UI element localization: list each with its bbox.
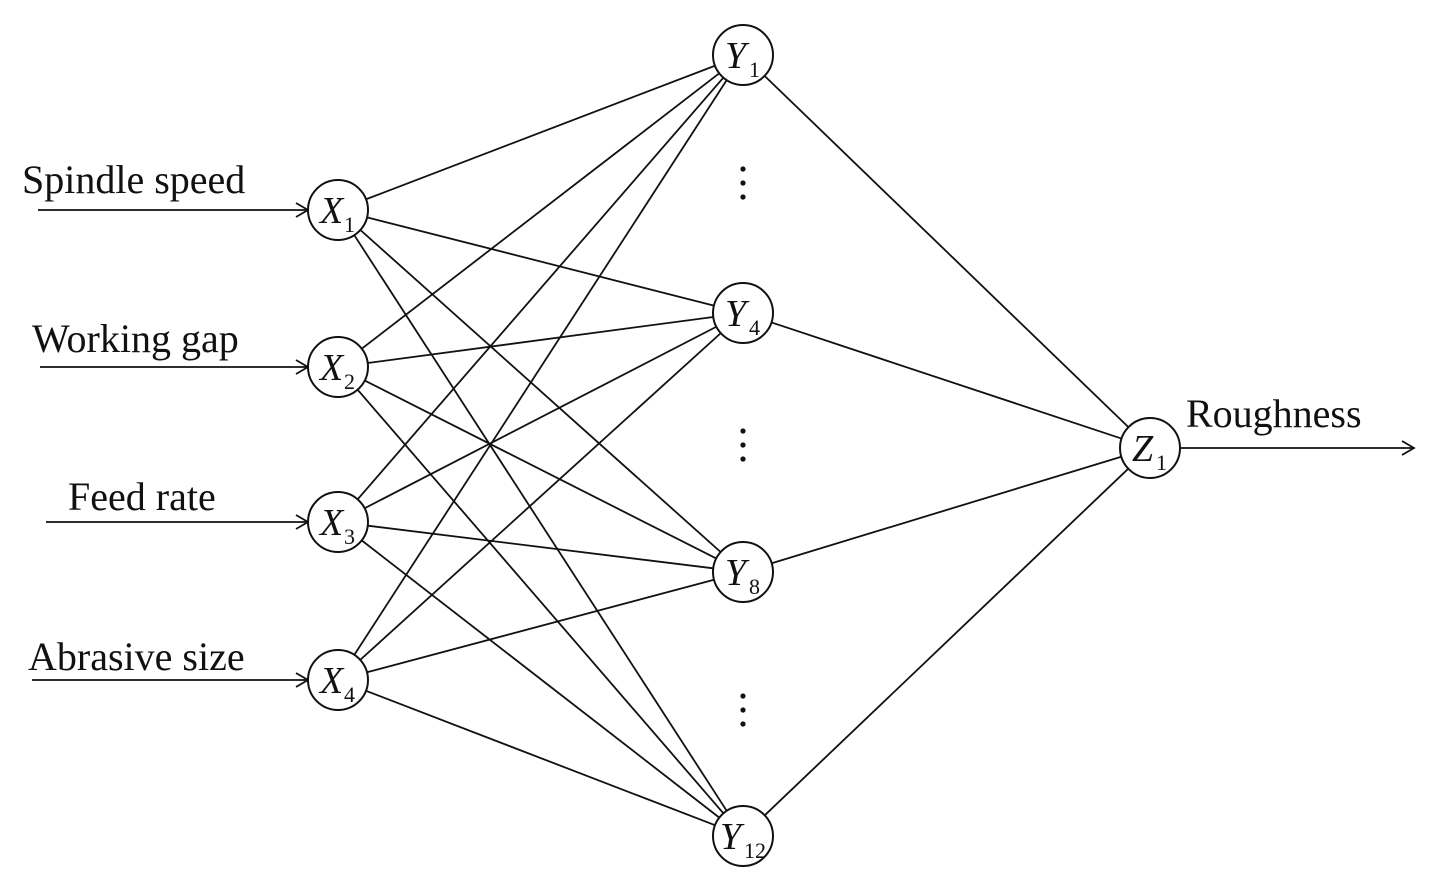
output-node-z1-circle [1119,417,1181,479]
edge-x2-y12 [356,389,725,814]
edge-x1-y1 [365,64,716,201]
ellipsis-dot [740,693,746,699]
vertical-ellipsis-1 [740,166,746,200]
ellipsis-dot [740,194,746,200]
edge-x3-y8 [367,524,714,570]
input-node-x1-circle [307,179,369,241]
input-node-x4-subscript: 4 [344,682,355,707]
input-label-x1: Spindle speed [22,157,245,202]
output-arrowhead [1401,440,1416,456]
input-label-x2: Working gap [32,316,239,361]
hidden-node-y1-circle [712,24,774,86]
hidden-node-y4-subscript: 4 [749,315,760,340]
edge-x4-y4 [359,332,722,661]
edge-x4-y12 [365,689,716,827]
input-node-x4-letter: X [318,660,345,702]
input-node-x3-letter: X [318,502,345,544]
ellipsis-dot [740,442,746,448]
edge-x2-y8 [364,379,717,560]
input-node-x1-subscript: 1 [344,212,355,237]
hidden-node-y12-letter: Y [720,816,745,858]
ellipsis-dot [740,428,746,434]
edge-x4-y8 [366,578,715,674]
edge-y4-z1 [771,321,1122,440]
vertical-ellipsis-3 [740,693,746,727]
edge-x1-y4 [366,216,715,307]
output-node-z1-subscript: 1 [1156,450,1167,475]
edge-x1-y8 [359,229,722,553]
hidden-node-y8-circle [712,541,774,603]
hidden-layer-ellipses [740,166,746,727]
hidden-node-y12-subscript: 12 [744,838,766,863]
ellipsis-dot [740,166,746,172]
input-node-x3-circle [307,491,369,553]
edge-y12-z1 [764,468,1129,816]
edge-x4-y1 [353,79,728,656]
hidden-node-y8-subscript: 8 [749,574,760,599]
edge-x2-y1 [361,72,720,350]
hidden-node-y8-letter: Y [725,552,750,594]
ellipsis-dot [740,456,746,462]
edge-x3-y12 [361,539,720,819]
ellipsis-dot [740,707,746,713]
input-node-x4-circle [307,649,369,711]
input-label-x4: Abrasive size [28,634,245,679]
ellipsis-dot [740,180,746,186]
edge-x1-y12 [353,234,728,812]
output-node-z1-letter: Z [1132,428,1154,470]
hidden-node-y1-subscript: 1 [749,57,760,82]
hidden-node-y4-circle [712,282,774,344]
hidden-node-y12-circle [712,805,774,867]
hidden-node-y4-letter: Y [725,293,750,335]
input-label-x3: Feed rate [68,474,216,519]
edge-x2-y4 [367,316,714,364]
edge-x3-y4 [364,325,717,510]
connection-lines [32,64,1416,827]
input-node-x2-letter: X [318,347,345,389]
edge-x3-y1 [356,77,725,500]
output-label: Roughness [1186,391,1362,436]
hidden-node-y1-letter: Y [725,35,750,77]
input-node-x1-letter: X [318,190,345,232]
ellipsis-dot [740,721,746,727]
edge-y8-z1 [771,455,1122,565]
vertical-ellipsis-2 [740,428,746,462]
edge-y1-z1 [763,75,1130,428]
input-node-x2-subscript: 2 [344,369,355,394]
input-node-x2-circle [307,336,369,398]
input-node-x3-subscript: 3 [344,524,355,549]
